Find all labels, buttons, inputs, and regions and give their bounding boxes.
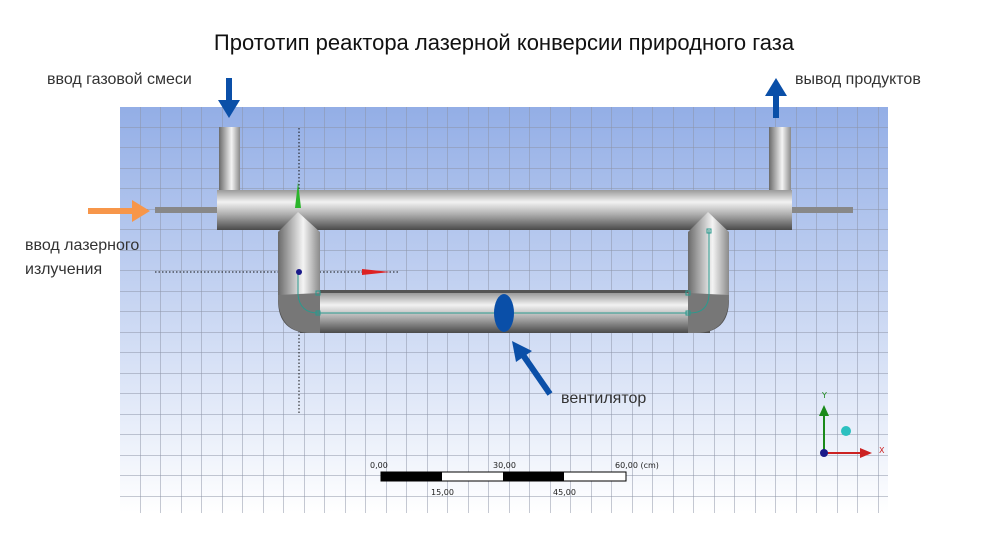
laser-input-arrow-icon — [88, 200, 150, 222]
scale-tick-45: 45,00 — [553, 488, 576, 497]
product-outlet-label: вывод продуктов — [795, 71, 921, 88]
diagram-title: Прототип реактора лазерной конверсии при… — [213, 30, 795, 55]
origin-point — [296, 269, 302, 275]
scale-tick-60: 60,00 (cm) — [615, 461, 659, 470]
scale-tick-0: 0,00 — [370, 461, 388, 470]
laser-input-label-1: ввод лазерного — [25, 237, 140, 254]
scale-bar: 0,00 30,00 60,00 (cm) 15,00 45,00 — [370, 461, 659, 497]
laser-rod-left — [155, 207, 218, 213]
y-direction-arrow-icon — [295, 182, 301, 208]
scale-tick-15: 15,00 — [431, 488, 454, 497]
gas-inlet-label: ввод газовой смеси — [47, 71, 192, 88]
gas-inlet-pipe — [219, 127, 240, 193]
gas-inlet-arrow-icon — [218, 78, 240, 118]
axis-triad: Y X — [819, 391, 885, 458]
main-pipe — [217, 190, 792, 230]
x-axis-label: X — [879, 446, 885, 455]
fan-pointer-arrow-icon — [512, 341, 553, 396]
scale-tick-30: 30,00 — [493, 461, 516, 470]
laser-input-label-2: излучения — [25, 261, 103, 278]
rod-right — [791, 207, 853, 213]
fan-label: вентилятор — [561, 390, 647, 407]
x-direction-arrow-icon — [362, 269, 390, 275]
loop-left-pipe — [278, 212, 320, 300]
y-axis-label: Y — [821, 391, 827, 400]
product-outlet-arrow-icon — [765, 78, 787, 118]
product-outlet-pipe — [769, 127, 791, 193]
fan-icon — [494, 294, 514, 332]
